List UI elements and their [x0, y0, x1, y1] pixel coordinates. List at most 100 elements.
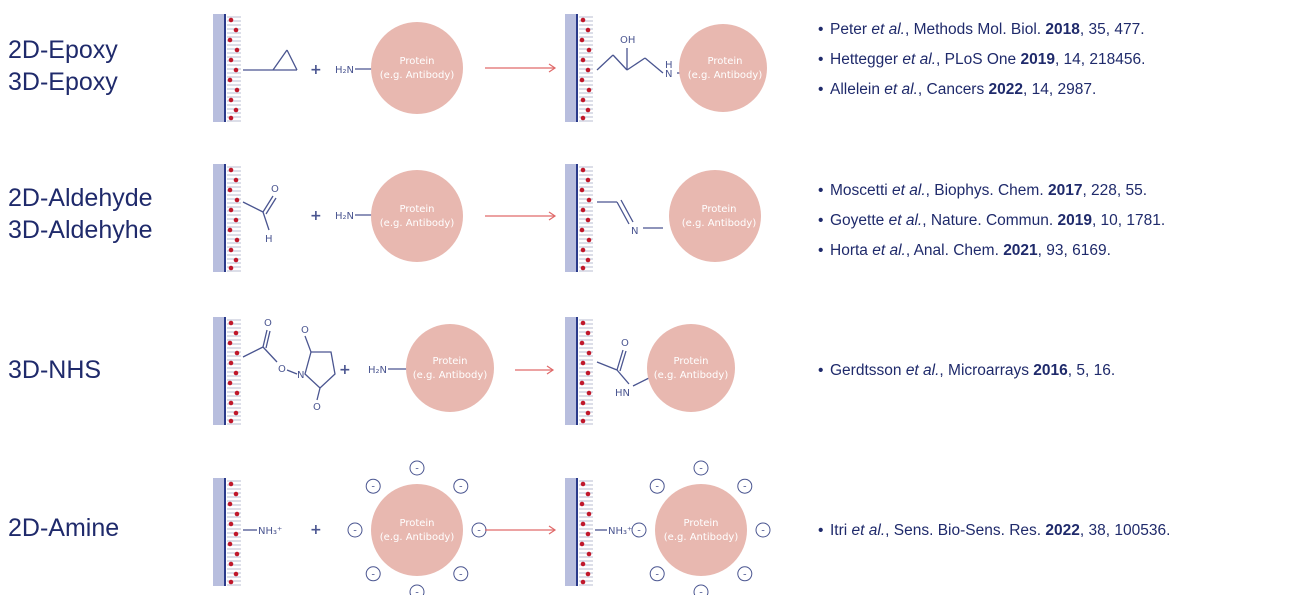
reactive-site-dot	[585, 491, 591, 497]
reaction-arrow	[485, 63, 557, 73]
reactive-site-dot	[233, 217, 239, 223]
o-label: O	[278, 364, 286, 375]
reactive-site-dot	[580, 247, 586, 253]
reactive-site-dot	[579, 541, 585, 547]
reactive-site-dot	[586, 390, 592, 396]
reactive-site-dot	[228, 521, 234, 527]
protein-example: (e.g. Antibody)	[664, 532, 739, 543]
protein-example: (e.g. Antibody)	[654, 370, 729, 381]
reactive-site-dot	[234, 197, 240, 203]
protein-example: (e.g. Antibody)	[380, 532, 455, 543]
reactive-site-dot	[585, 571, 591, 577]
negative-charge-label: -	[699, 588, 703, 595]
reactive-site-dot	[228, 400, 234, 406]
reactive-site-dot	[228, 167, 234, 173]
aldehyde-group	[242, 195, 277, 231]
protein-circle: Protein (e.g. Antibody)	[371, 22, 463, 114]
reactive-site-dot	[234, 511, 240, 517]
reactive-site-dot	[579, 37, 585, 43]
protein-label: Protein	[683, 518, 718, 529]
references-amine: •Itri et al., Sens. Bio-Sens. Res. 2022,…	[818, 516, 1170, 546]
reactive-site-dot	[580, 207, 586, 213]
reference-item: •Moscetti et al., Biophys. Chem. 2017, 2…	[818, 182, 1148, 199]
reactive-site-dot	[228, 320, 234, 326]
reactive-site-dot	[579, 187, 585, 193]
negative-charge-label: -	[371, 482, 375, 493]
negative-charge-circle	[649, 478, 665, 494]
label-3d-epoxy: 3D-Epoxy	[8, 68, 118, 96]
protein-circle: Protein (e.g. Antibody)	[406, 324, 494, 412]
negative-charge-circle	[737, 478, 753, 494]
reactive-site-dot	[586, 47, 592, 53]
negative-charge-circle	[409, 584, 425, 595]
surface-left	[213, 14, 241, 122]
protein-label: Protein	[701, 204, 736, 215]
label-nhs: 3D-NHS	[8, 354, 101, 386]
protein-example: (e.g. Antibody)	[682, 218, 757, 229]
reactive-site-dot	[227, 187, 233, 193]
protein-example: (e.g. Antibody)	[688, 70, 763, 81]
aldehyde-scheme: O H + H₂N Protein (e.g. Antibody) N Prot…	[213, 164, 761, 272]
reaction-arrow	[485, 525, 557, 535]
surface-left	[213, 478, 241, 586]
negative-charge-circle	[649, 566, 665, 582]
reactive-site-dot	[585, 27, 591, 33]
negative-charge-label: -	[761, 526, 765, 537]
reactive-site-dot	[586, 551, 592, 557]
negative-charge-circle	[409, 460, 425, 476]
reactive-site-dot	[228, 579, 234, 585]
negative-charge-label: -	[415, 464, 419, 475]
row-amine: 2D-Amine NH₃⁺ + Protein (e.g. Antibody) …	[0, 460, 1310, 595]
nh3-label: NH₃⁺	[608, 526, 632, 537]
reactive-site-dot	[228, 360, 234, 366]
protein-circle-product: Protein (e.g. Antibody)	[669, 170, 761, 262]
amine-scheme: NH₃⁺ + Protein (e.g. Antibody) -------- …	[213, 460, 771, 595]
reactive-site-dot	[228, 561, 234, 567]
label-amine: 2D-Amine	[8, 512, 119, 544]
reactive-site-dot	[234, 87, 240, 93]
negative-charge-circle	[755, 522, 771, 538]
imine-bonds	[597, 199, 663, 229]
reactive-site-dot	[228, 265, 234, 271]
amine-label: H₂N	[335, 65, 354, 76]
n-label: N	[665, 69, 672, 80]
row-nhs: 3D-NHS O O N O O + H₂N Protein (e.g. Ant…	[0, 312, 1310, 427]
glass-slide	[213, 14, 225, 122]
negative-charges: --------	[347, 460, 487, 595]
plus-sign: +	[310, 208, 322, 224]
surface-left	[213, 164, 241, 272]
surface-left	[213, 317, 241, 425]
reactive-site-dot	[580, 481, 586, 487]
reactive-site-dot	[580, 521, 586, 527]
reactive-site-dot	[228, 418, 234, 424]
reactive-site-dot	[233, 27, 239, 33]
label-aldehyde: 2D-Aldehyde 3D-Aldehyhe	[8, 182, 153, 246]
reactive-site-dot	[228, 481, 234, 487]
reactive-site-dot	[234, 350, 240, 356]
reactive-site-dot	[585, 330, 591, 336]
reference-item: •Itri et al., Sens. Bio-Sens. Res. 2022,…	[818, 522, 1171, 539]
reactive-site-dot	[227, 501, 233, 507]
reactive-site-dot	[233, 330, 239, 336]
reactive-site-dot	[585, 257, 591, 263]
reactive-site-dot	[580, 561, 586, 567]
references-epoxy: •Peter et al., Methods Mol. Biol. 2018, …	[818, 15, 1145, 105]
epoxy-product-bonds	[596, 48, 691, 74]
label-2d-amine: 2D-Amine	[8, 514, 120, 542]
reference-item: •Gerdtsson et al., Microarrays 2016, 5, …	[818, 362, 1116, 379]
reactive-site-dot	[585, 217, 591, 223]
o-label: O	[621, 338, 629, 349]
negative-charge-circle	[453, 566, 469, 582]
negative-charge-label: -	[353, 526, 357, 537]
reactive-site-dot	[580, 17, 586, 23]
reference-item: •Hettegger et al., PLoS One 2019, 14, 21…	[818, 51, 1146, 68]
negative-charge-label: -	[415, 588, 419, 595]
reactive-site-dot	[586, 87, 592, 93]
surface-right	[565, 478, 593, 586]
h-label: H	[665, 60, 673, 71]
reference-item: •Allelein et al., Cancers 2022, 14, 2987…	[818, 81, 1097, 98]
protein-label: Protein	[673, 356, 708, 367]
reactive-site-dot	[580, 97, 586, 103]
amine-label: H₂N	[335, 211, 354, 222]
negative-charge-circle	[365, 566, 381, 582]
